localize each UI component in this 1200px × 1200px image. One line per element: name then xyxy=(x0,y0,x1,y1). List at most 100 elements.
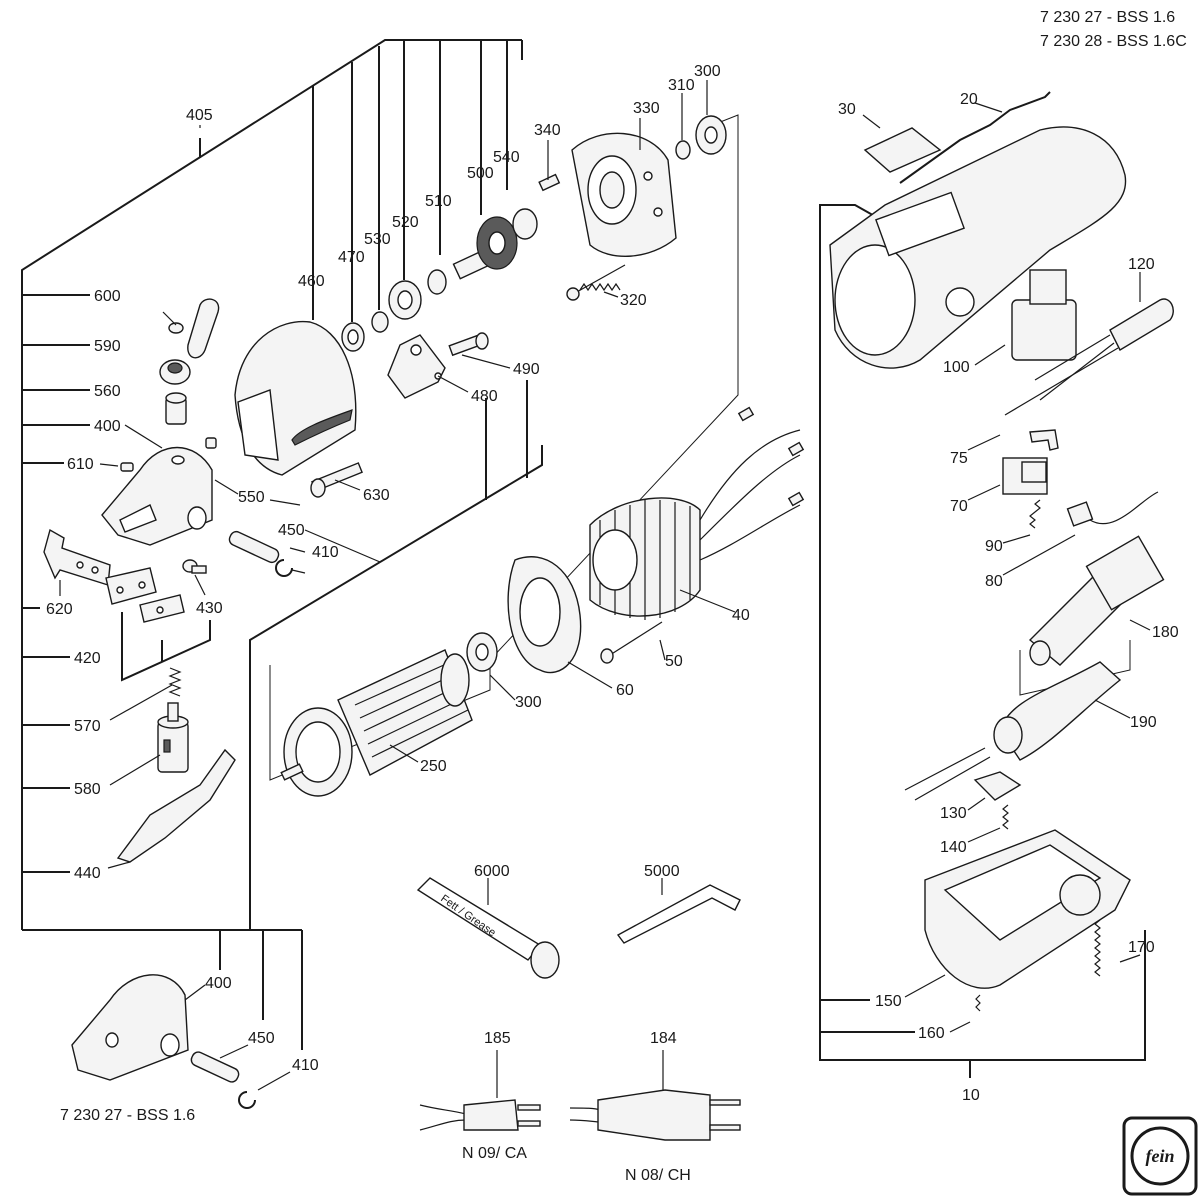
label-420: 420 xyxy=(74,650,101,667)
screw-430 xyxy=(182,559,207,574)
label-100: 100 xyxy=(943,359,970,376)
label-30: 30 xyxy=(838,101,856,118)
handle-180 xyxy=(1028,535,1165,666)
plug-185 xyxy=(419,1099,541,1131)
label-400-upper: 400 xyxy=(94,418,121,435)
switch-100 xyxy=(1011,269,1077,361)
spring-570 xyxy=(168,667,182,697)
variant-caption: 7 230 27 - BSS 1.6 xyxy=(60,1107,195,1124)
fein-logo-text: fein xyxy=(1146,1146,1175,1166)
label-440: 440 xyxy=(74,865,101,882)
switch-rod-20 xyxy=(899,91,1051,184)
label-405: 405 xyxy=(186,107,213,124)
label-184: 184 xyxy=(650,1030,677,1047)
label-310: 310 xyxy=(668,77,695,94)
label-150: 150 xyxy=(875,993,902,1010)
circlip-410-upper xyxy=(275,559,293,577)
label-40: 40 xyxy=(732,607,750,624)
die-holder-580 xyxy=(157,702,189,773)
model-line-2: 7 230 28 - BSS 1.6C xyxy=(1040,33,1187,50)
label-570: 570 xyxy=(74,718,101,735)
label-10: 10 xyxy=(962,1087,980,1104)
label-300-lower: 300 xyxy=(515,694,542,711)
label-20: 20 xyxy=(960,91,978,108)
label-6000: 6000 xyxy=(474,863,510,880)
label-320: 320 xyxy=(620,292,647,309)
bearing-stack xyxy=(341,269,447,352)
label-185: 185 xyxy=(484,1030,511,1047)
pin-450-upper xyxy=(228,530,280,564)
bearing-300-lower xyxy=(466,632,498,672)
label-180: 180 xyxy=(1152,624,1179,641)
blade-440 xyxy=(116,748,236,863)
left-leader-ticks xyxy=(22,294,90,873)
label-580: 580 xyxy=(74,781,101,798)
wing-screw-600 xyxy=(168,298,220,359)
screw-50 xyxy=(600,621,663,664)
label-450-lower: 450 xyxy=(248,1030,275,1047)
pin-450-lower xyxy=(190,1051,240,1083)
capacitor-120 xyxy=(1004,298,1174,416)
label-190: 190 xyxy=(1130,714,1157,731)
label-130: 130 xyxy=(940,805,967,822)
plate-620 xyxy=(43,528,111,586)
label-410-lower: 410 xyxy=(292,1057,319,1074)
bolt-560 xyxy=(165,392,187,425)
label-500: 500 xyxy=(467,165,494,182)
label-75: 75 xyxy=(950,450,968,467)
label-330: 330 xyxy=(633,100,660,117)
label-60: 60 xyxy=(616,682,634,699)
label-470: 470 xyxy=(338,249,365,266)
gearbox-flange-330 xyxy=(571,132,677,258)
armature-250 xyxy=(280,649,473,797)
model-line-1: 7 230 27 - BSS 1.6 xyxy=(1040,9,1175,26)
assembly-bracket-405 xyxy=(21,39,543,1050)
label-50: 50 xyxy=(665,653,683,670)
label-340: 340 xyxy=(534,122,561,139)
motor-housing-10 xyxy=(829,126,1127,369)
leader-lines xyxy=(59,80,1151,1098)
bearing-300-top xyxy=(675,115,727,160)
pin-550 xyxy=(205,437,217,449)
brush-80 xyxy=(1066,491,1159,527)
label-610: 610 xyxy=(67,456,94,473)
label-120: 120 xyxy=(1128,256,1155,273)
label-630: 630 xyxy=(363,487,390,504)
plate-420-a xyxy=(105,567,157,605)
label-80: 80 xyxy=(985,573,1003,590)
label-5000: 5000 xyxy=(644,863,680,880)
label-450-upper: 450 xyxy=(278,522,305,539)
plug-caption-ch: N 08/ CH xyxy=(625,1167,691,1184)
label-480: 480 xyxy=(471,388,498,405)
label-410-upper: 410 xyxy=(312,544,339,561)
label-490: 490 xyxy=(513,361,540,378)
label-530: 530 xyxy=(364,231,391,248)
screw-320 xyxy=(566,264,626,301)
label-160: 160 xyxy=(918,1025,945,1042)
label-70: 70 xyxy=(950,498,968,515)
gear-500 xyxy=(452,173,561,280)
cutter-head-400 xyxy=(101,446,213,546)
stator-40 xyxy=(589,406,805,620)
label-520: 520 xyxy=(392,214,419,231)
clip-75 xyxy=(1029,429,1059,451)
nut-590 xyxy=(159,359,191,385)
label-510: 510 xyxy=(425,193,452,210)
hex-key-5000 xyxy=(616,884,741,944)
screw-490 xyxy=(448,332,489,357)
switch-button-30 xyxy=(863,127,942,173)
screw-160 xyxy=(975,994,981,1012)
brush-holder-70 xyxy=(1002,457,1048,495)
screw-630 xyxy=(310,462,363,498)
fein-logo: fein xyxy=(1122,1116,1198,1196)
label-430: 430 xyxy=(196,600,223,617)
plate-420-b xyxy=(139,594,185,623)
label-250: 250 xyxy=(420,758,447,775)
label-300-top: 300 xyxy=(694,63,721,80)
label-560: 560 xyxy=(94,383,121,400)
part-number-labels: 405 460 470 530 520 510 500 540 340 330 … xyxy=(46,63,1179,1104)
label-90: 90 xyxy=(985,538,1003,555)
plug-184 xyxy=(569,1089,741,1141)
pin-610 xyxy=(120,462,134,472)
